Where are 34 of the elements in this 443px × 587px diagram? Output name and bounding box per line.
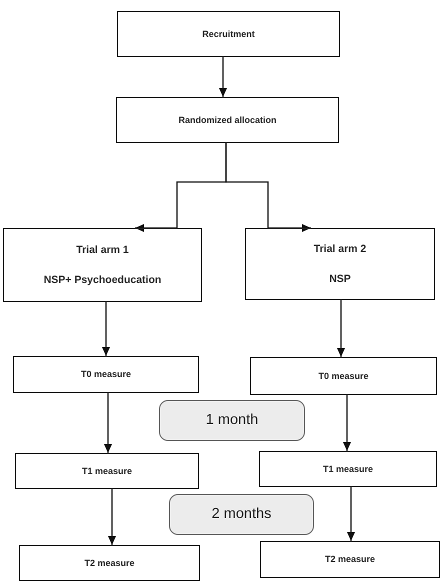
step-label: Recruitment [202,28,255,40]
arrow [225,143,311,232]
interval-label: 1 month [206,412,258,429]
process-box [19,545,200,581]
process-box [13,356,199,393]
process-box [259,451,437,487]
step-label: T1 measure [82,466,132,476]
arrow [346,487,356,541]
arrow [108,489,116,545]
step-label: T0 measure [318,370,369,382]
step-label: T0 measure [80,369,132,380]
step-label: Trial arm 2 [314,243,366,256]
process-box [250,357,437,395]
step-label: T1 measure [322,464,374,474]
step-label: NSP [329,272,351,285]
arrow [342,395,352,451]
process-box [245,228,435,300]
arrow [104,393,112,453]
process-box [117,11,340,57]
step-label: T2 measure [84,558,135,568]
step-label: T2 measure [324,554,376,565]
arrow [336,300,346,357]
process-box [116,97,339,143]
interval-box [169,494,314,535]
arrow [102,302,110,356]
step-label: Randomized allocation [178,114,276,126]
process-box [3,228,202,302]
process-box [15,453,199,489]
arrow [218,57,228,97]
interval-label: 2 months [212,506,272,523]
step-label: NSP+ Psychoeducation [44,274,162,286]
process-box [260,541,440,578]
step-label: Trial arm 1 [76,244,129,256]
interval-box [159,400,305,441]
